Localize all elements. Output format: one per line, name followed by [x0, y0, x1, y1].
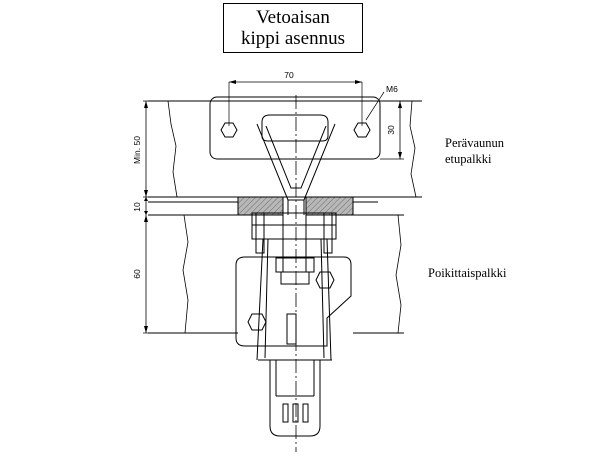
title-line-2: kippi asennus [241, 28, 345, 49]
plate-bolt-right [315, 271, 335, 289]
dimension-min50-label: Min. 50 [132, 136, 142, 164]
dimension-30 [380, 100, 404, 160]
plate-bolt-left [247, 313, 267, 331]
front-beam-label: Perävaunun etupalkki [445, 135, 504, 167]
m6-leader [365, 91, 385, 121]
title-line-1: Vetoaisan [256, 7, 330, 28]
title-box: Vetoaisan kippi asennus [223, 3, 363, 53]
front-beam [148, 100, 422, 198]
cross-beam [148, 214, 404, 334]
cross-beam-label: Poikittaispalkki [428, 266, 507, 280]
dimension-10-label: 10 [132, 202, 142, 212]
bracket-bolt-right [353, 122, 371, 138]
dimension-30-label: 30 [386, 125, 396, 135]
dimension-60 [143, 215, 148, 334]
dimension-70-label: 70 [284, 70, 294, 80]
spacer-plate [148, 196, 378, 216]
plug-handle [269, 360, 321, 437]
front-beam-label-line-1: Perävaunun [445, 136, 505, 150]
hitch-plate [235, 256, 352, 347]
mounting-bracket [209, 96, 381, 160]
dimension-70 [228, 80, 363, 126]
dimension-10 [144, 197, 148, 215]
plate-slot [286, 313, 297, 345]
dimension-60-label: 60 [132, 269, 142, 279]
dimension-m6-label: M6 [386, 84, 398, 94]
dimension-min50 [143, 100, 148, 198]
clamp-assembly [251, 212, 337, 361]
front-beam-label-line-2: etupalkki [445, 152, 492, 166]
bracket-bolt-left [220, 122, 238, 138]
